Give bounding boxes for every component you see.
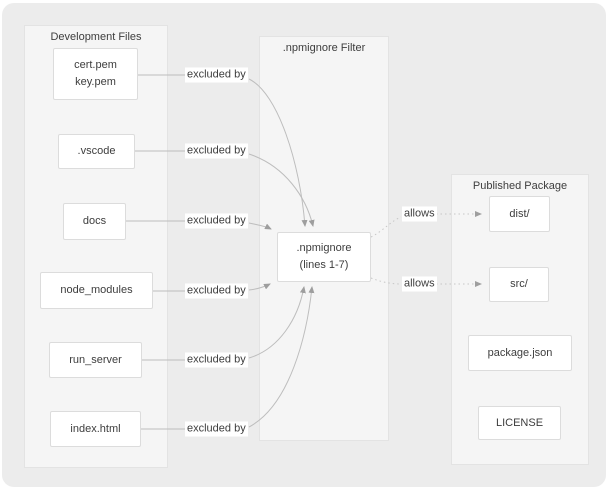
edge-npmignore-to-allows-dist bbox=[370, 216, 402, 238]
node-label-node-modules: node_modules bbox=[60, 284, 133, 296]
node-dist: dist/ bbox=[489, 196, 550, 232]
edge-certpem-to-npmignore bbox=[248, 78, 308, 227]
edge-runserver-to-npmignore bbox=[248, 286, 306, 359]
node-package-json: package.json bbox=[468, 335, 572, 371]
edge-label-excluded-by-run-server: excluded by bbox=[185, 352, 248, 368]
edge-label-excluded-by-docs: excluded by bbox=[185, 213, 248, 229]
node-index-html: index.html bbox=[50, 411, 141, 447]
node-src: src/ bbox=[489, 267, 549, 302]
node-label-cert-pem: cert.pem bbox=[74, 59, 117, 71]
node-cert-pem-key-pem: cert.pem key.pem bbox=[53, 48, 138, 100]
node-label-package-json: package.json bbox=[487, 346, 553, 359]
node-license: LICENSE bbox=[478, 406, 561, 440]
node-vscode: .vscode bbox=[58, 134, 135, 169]
edge-nodemodules-to-npmignore bbox=[248, 283, 271, 291]
node-npmignore: .npmignore (lines 1-7) bbox=[277, 232, 371, 282]
node-docs: docs bbox=[63, 203, 126, 240]
node-label-src: src/ bbox=[510, 278, 528, 290]
node-label-vscode: .vscode bbox=[77, 145, 116, 157]
edge-vscode-to-npmignore bbox=[248, 153, 315, 227]
node-label-npmignore: .npmignore bbox=[296, 242, 352, 254]
node-node-modules: node_modules bbox=[40, 272, 153, 309]
edge-label-excluded-by-vscode: excluded by bbox=[185, 143, 248, 159]
edge-docs-to-npmignore bbox=[248, 222, 272, 230]
edge-label-excluded-by-node-modules: excluded by bbox=[185, 283, 248, 299]
node-label-key-pem: key.pem bbox=[75, 76, 116, 88]
node-label-npmignore-lines: (lines 1-7) bbox=[299, 259, 349, 271]
diagram-canvas: Development Files .npmignore Filter Publ… bbox=[2, 3, 606, 487]
node-label-index-html: index.html bbox=[70, 422, 121, 435]
panel-title-development-files: Development Files bbox=[50, 31, 142, 43]
edges-layer bbox=[126, 74, 482, 430]
node-label-run-server: run_server bbox=[69, 353, 122, 366]
node-label-license: LICENSE bbox=[495, 416, 544, 429]
edge-label-allows-dist: allows bbox=[402, 206, 437, 222]
panel-title-published-package: Published Package bbox=[472, 180, 568, 192]
panel-title-npmignore-filter: .npmignore Filter bbox=[282, 42, 366, 54]
edge-label-excluded-by-index-html: excluded by bbox=[185, 421, 248, 437]
edge-indexhtml-to-npmignore bbox=[248, 286, 315, 428]
node-label-dist: dist/ bbox=[509, 207, 530, 220]
edge-label-allows-src: allows bbox=[402, 276, 437, 292]
edge-label-excluded-by-cert: excluded by bbox=[185, 67, 248, 83]
node-run-server: run_server bbox=[49, 342, 142, 378]
edge-npmignore-to-allows-src bbox=[370, 277, 402, 285]
node-label-docs: docs bbox=[82, 215, 107, 227]
